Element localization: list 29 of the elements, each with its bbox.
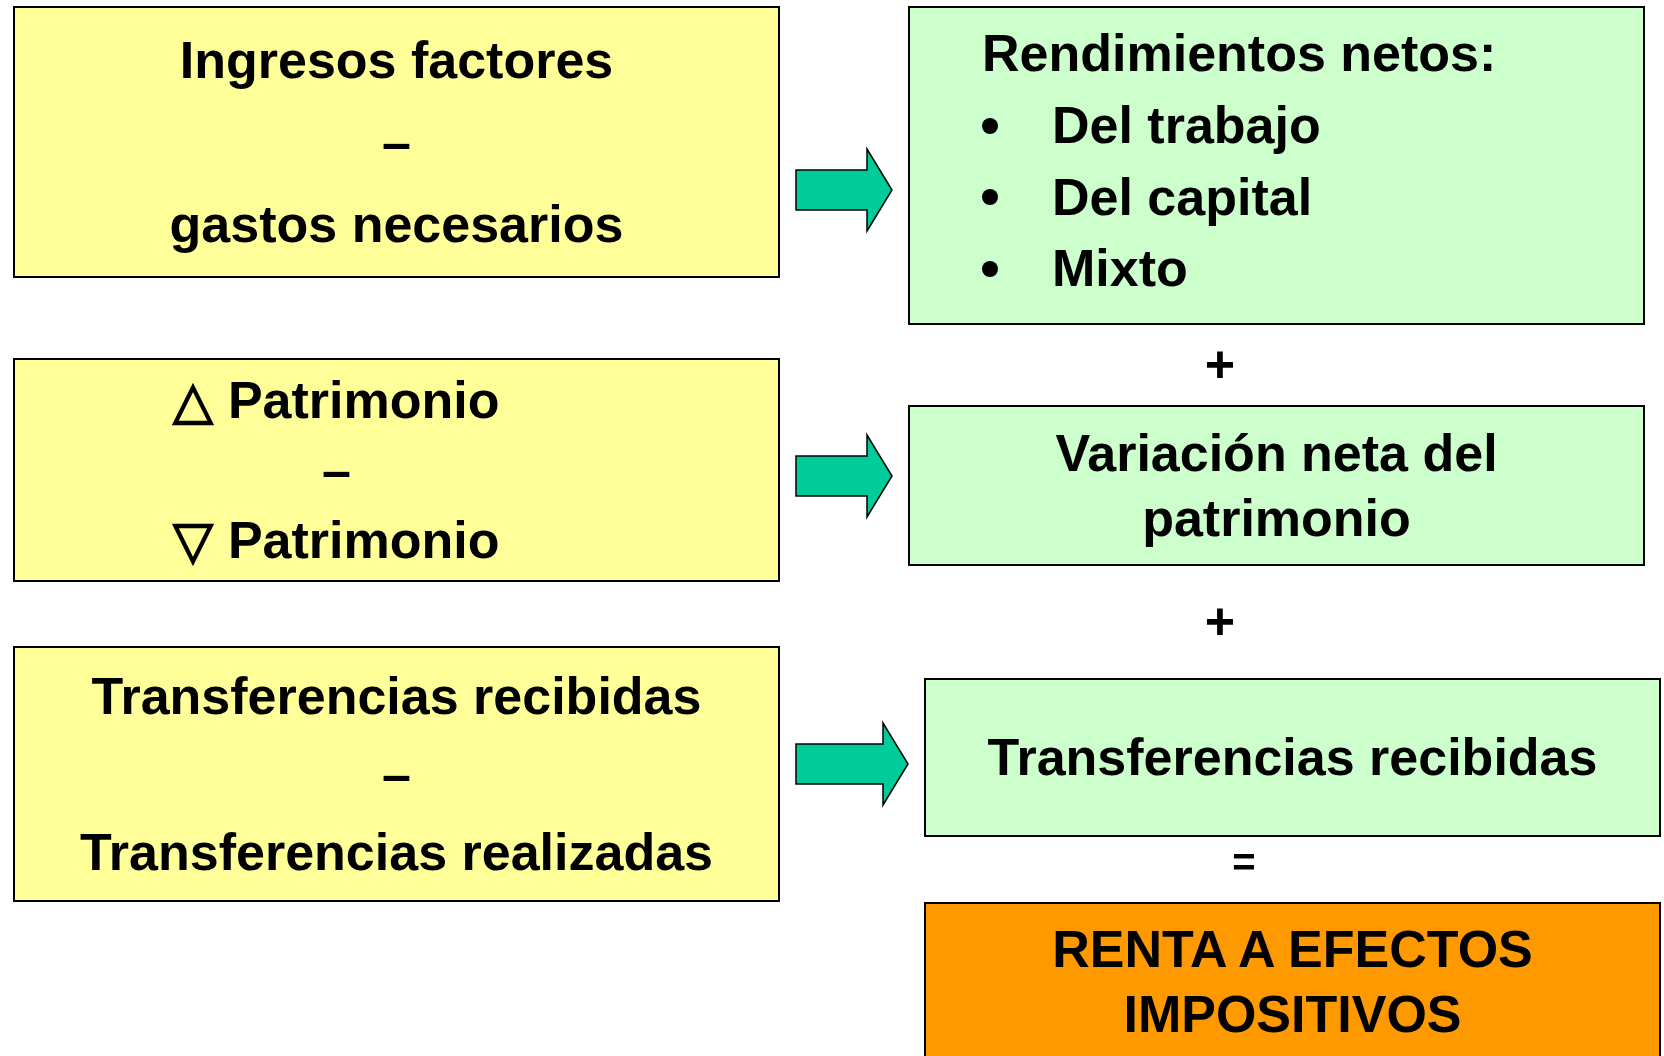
box-text: Ingresos factores xyxy=(179,30,614,90)
minus-sign: – xyxy=(382,744,411,804)
box-text: Transferencias recibidas xyxy=(91,666,702,726)
list-item: Mixto xyxy=(1052,238,1188,300)
minus-sign: – xyxy=(382,112,411,172)
box-text: RENTA A EFECTOS IMPOSITIVOS xyxy=(1051,919,1534,1045)
text-box xyxy=(13,6,780,278)
box-heading: Rendimientos netos: xyxy=(982,23,1498,84)
list-item: Del capital xyxy=(1052,166,1313,228)
block-arrow xyxy=(795,146,893,234)
box-text: ▽ Patrimonio xyxy=(173,510,500,570)
box-text: Variación neta del patrimonio xyxy=(1054,422,1499,549)
text-box xyxy=(13,358,780,582)
box-text: △ Patrimonio xyxy=(173,370,500,430)
block-arrow xyxy=(795,432,893,520)
text-box xyxy=(908,405,1645,566)
text-box xyxy=(924,678,1661,837)
text-box xyxy=(908,6,1645,325)
operator-sign: = xyxy=(1232,842,1256,882)
box-text: gastos necesarios xyxy=(169,194,624,254)
box-text: Transferencias recibidas xyxy=(987,727,1598,788)
operator-sign: + xyxy=(1204,338,1236,390)
text-box xyxy=(924,902,1661,1056)
list-item: Del trabajo xyxy=(1052,94,1321,156)
text-box xyxy=(13,646,780,902)
block-arrow xyxy=(795,720,909,808)
minus-sign: – xyxy=(322,440,351,500)
operator-sign: + xyxy=(1204,595,1236,647)
box-text: Transferencias realizadas xyxy=(79,822,713,882)
